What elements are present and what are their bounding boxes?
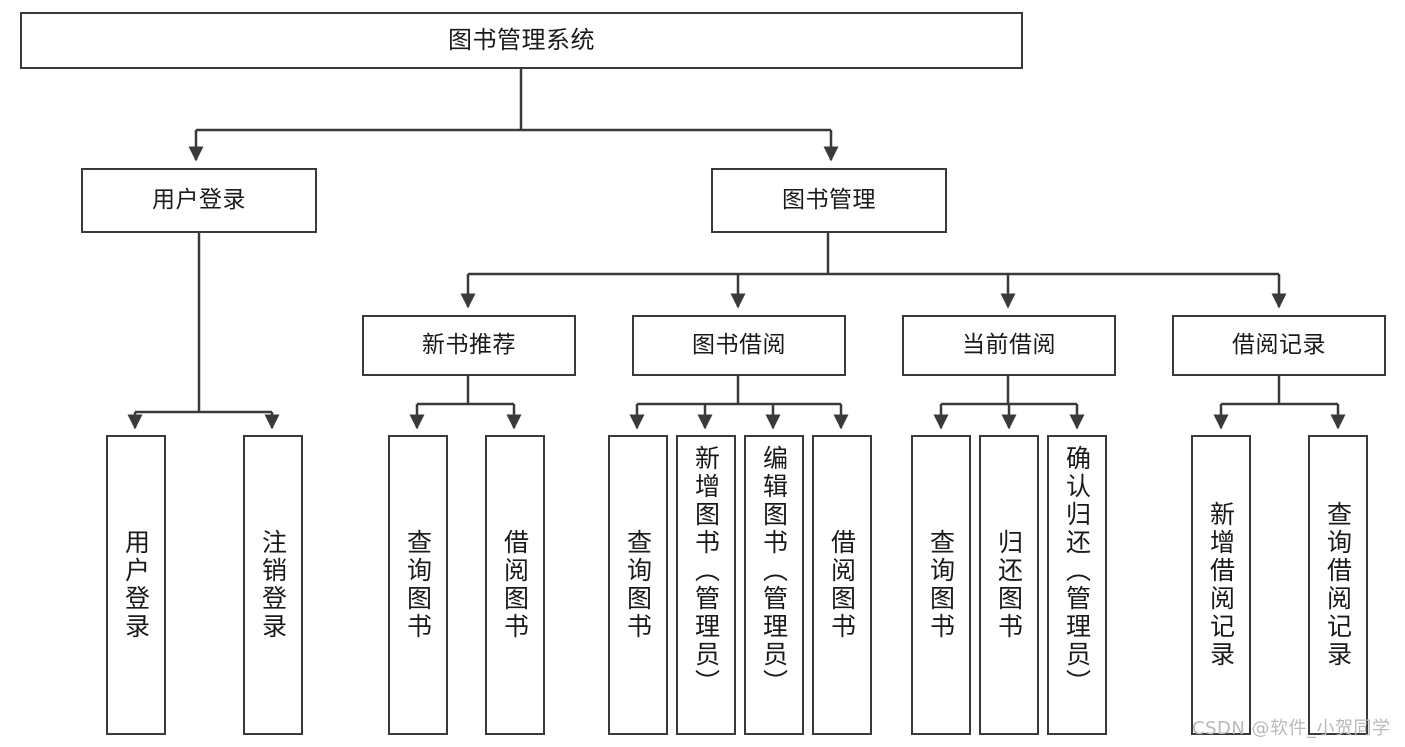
node-borrow-record-label: 借阅记录 <box>1232 331 1326 358</box>
leaf-borrow-book-2[interactable]: 借阅图书 <box>812 435 872 735</box>
leaf-query-record-label: 查询借阅记录 <box>1323 501 1353 669</box>
leaf-return-book-label: 归还图书 <box>994 529 1024 641</box>
leaf-query-book-1-label: 查询图书 <box>403 529 433 641</box>
leaf-user-login-label: 用户登录 <box>121 529 151 641</box>
leaf-add-book-label: 新增图书（管理员） <box>691 445 721 697</box>
node-book-management[interactable]: 图书管理 <box>711 168 947 233</box>
node-root-label: 图书管理系统 <box>448 26 595 55</box>
leaf-user-login[interactable]: 用户登录 <box>106 435 166 735</box>
leaf-edit-book[interactable]: 编辑图书（管理员） <box>744 435 804 735</box>
node-new-book-recommend[interactable]: 新书推荐 <box>362 315 576 376</box>
node-root[interactable]: 图书管理系统 <box>20 12 1023 69</box>
leaf-edit-book-label: 编辑图书（管理员） <box>759 445 789 697</box>
node-new-book-recommend-label: 新书推荐 <box>422 331 516 358</box>
node-book-borrow[interactable]: 图书借阅 <box>632 315 846 376</box>
node-user-login[interactable]: 用户登录 <box>81 168 317 233</box>
leaf-query-book-3[interactable]: 查询图书 <box>911 435 971 735</box>
leaf-query-record[interactable]: 查询借阅记录 <box>1308 435 1368 735</box>
leaf-query-book-2-label: 查询图书 <box>623 529 653 641</box>
leaf-return-book[interactable]: 归还图书 <box>979 435 1039 735</box>
leaf-query-book-3-label: 查询图书 <box>926 529 956 641</box>
leaf-borrow-book-1-label: 借阅图书 <box>500 529 530 641</box>
leaf-query-book-1[interactable]: 查询图书 <box>388 435 448 735</box>
node-current-borrow[interactable]: 当前借阅 <box>902 315 1116 376</box>
leaf-confirm-return[interactable]: 确认归还（管理员） <box>1047 435 1107 735</box>
leaf-add-book[interactable]: 新增图书（管理员） <box>676 435 736 735</box>
leaf-logout-login[interactable]: 注销登录 <box>243 435 303 735</box>
leaf-logout-login-label: 注销登录 <box>258 529 288 641</box>
csdn-watermark: CSDN @软件_小贺同学 <box>1192 718 1391 739</box>
node-current-borrow-label: 当前借阅 <box>962 331 1056 358</box>
leaf-add-record-label: 新增借阅记录 <box>1206 501 1236 669</box>
leaf-confirm-return-label: 确认归还（管理员） <box>1062 445 1092 697</box>
node-borrow-record[interactable]: 借阅记录 <box>1172 315 1386 376</box>
leaf-query-book-2[interactable]: 查询图书 <box>608 435 668 735</box>
node-book-borrow-label: 图书借阅 <box>692 331 786 358</box>
leaf-borrow-book-1[interactable]: 借阅图书 <box>485 435 545 735</box>
leaf-add-record[interactable]: 新增借阅记录 <box>1191 435 1251 735</box>
node-book-management-label: 图书管理 <box>782 186 876 213</box>
node-user-login-label: 用户登录 <box>152 186 246 213</box>
leaf-borrow-book-2-label: 借阅图书 <box>827 529 857 641</box>
